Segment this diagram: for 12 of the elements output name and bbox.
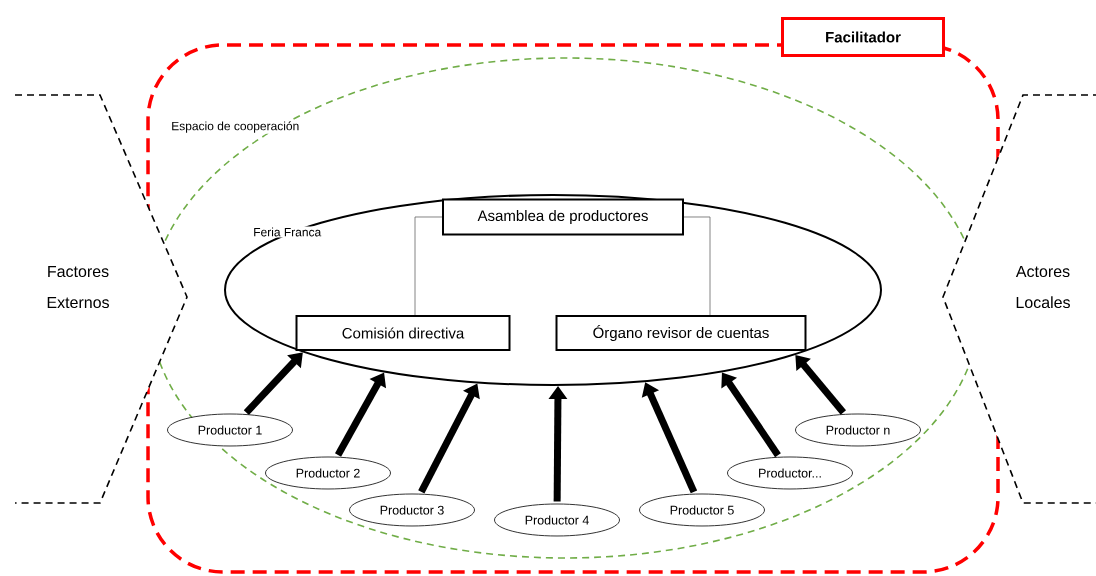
connector-line [414,216,443,316]
org-box: Órgano revisor de cuentas [555,315,807,351]
org-box: Asamblea de productores [442,198,684,236]
block-arrow [795,355,846,415]
region-label: Espacio de cooperación [170,120,301,134]
block-arrow [243,352,303,415]
title-box: Facilitador [781,17,945,57]
chevron-label: Factores Externos [47,265,109,309]
chevron-label: Actores Locales [1015,265,1070,309]
connector-line [683,216,711,316]
org-box: Comisión directiva [295,315,511,351]
region-label: Feria Franca [252,226,323,238]
